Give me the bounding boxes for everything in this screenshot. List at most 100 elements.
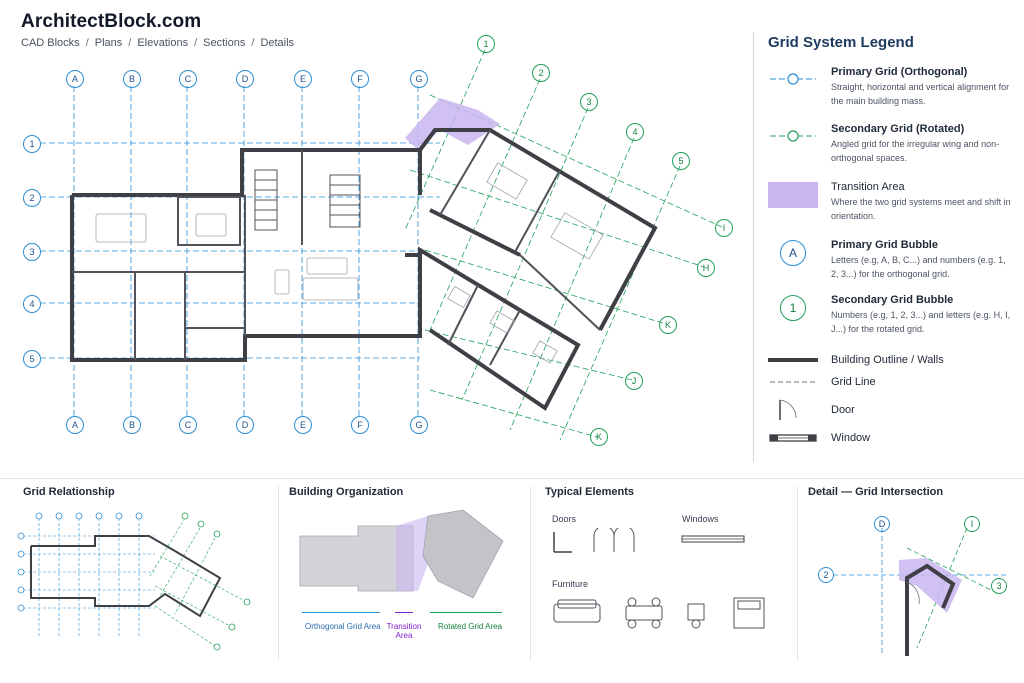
rotated-wing-walls [405,128,658,411]
grid-relationship-diagram [17,512,251,651]
primary-grid-line-icon [770,73,816,85]
secondary-bubble-h: H [697,259,715,277]
grid-bubble-a: A [66,70,84,88]
legend-desc: Straight, horizontal and vertical alignm… [831,82,1010,106]
transition-area-label: Transition Area [386,622,422,640]
bottom-divider [0,478,1024,479]
breadcrumb-elevations[interactable]: Elevations [137,37,189,49]
panel-title: Typical Elements [545,486,635,498]
furniture [95,213,359,301]
panel-detail-grid-intersection: Detail — Grid Intersection D 2 I 3 [797,478,1024,683]
secondary-bubble-1: 1 [477,35,495,53]
secondary-grid-lines [404,49,723,441]
grid-bubble-3: 3 [23,243,41,261]
interior-walls [72,150,303,360]
rotated-area-label: Rotated Grid Area [438,622,503,631]
legend-desc: Numbers (e.g, 1, 2, 3...) and letters (e… [831,310,1011,334]
grid-bubble-1: 1 [23,135,41,153]
detail-bubble-2: 2 [818,567,834,583]
building-organization-diagram [299,509,504,599]
door-symbols-icon [553,528,635,553]
grid-bubble-e-bottom: E [294,416,312,434]
furniture-symbols-icon [553,597,765,629]
grid-bubble-c-bottom: C [179,416,197,434]
transition-swatch-icon [768,182,818,208]
stairs [254,169,361,231]
orthogonal-walls [70,148,422,362]
transition-bracket [395,612,413,613]
rotated-bracket [430,612,502,613]
panel-title: Detail — Grid Intersection [808,486,944,498]
breadcrumb: CAD Blocks/Plans/Elevations/Sections/Det… [21,37,295,49]
rotated-furniture [447,162,604,364]
panel-typical-elements: Typical Elements Doors Windows Furniture [530,478,797,683]
legend-desc: Letters (e.g, A, B, C...) and numbers (e… [831,255,1006,279]
breadcrumb-details[interactable]: Details [260,37,295,49]
grid-bubble-b: B [123,70,141,88]
detail-intersection-diagram [833,527,1007,656]
floor-plan-drawing [40,49,723,441]
legend-label: Primary Grid Bubble [831,239,938,251]
legend-label: Secondary Grid Bubble [831,294,954,306]
secondary-bubble-3: 3 [580,93,598,111]
legend-label: Window [831,432,871,444]
secondary-bubble-icon: 1 [780,295,806,321]
grid-bubble-c: C [179,70,197,88]
site-title[interactable]: ArchitectBlock.com [21,11,202,32]
transition-label-line2: Area [395,631,413,640]
grid-bubble-g: G [410,70,428,88]
grid-bubble-d: D [236,70,254,88]
primary-bubble-icon: A [780,240,806,266]
legend-label: Transition Area [831,181,905,193]
door-icon [779,399,797,420]
grid-bubble-f-bottom: F [351,416,369,434]
panel-building-organization: Building Organization Orthogonal Grid Ar… [278,478,530,683]
grid-bubble-b-bottom: B [123,416,141,434]
secondary-grid-line-icon [770,130,816,142]
legend-label: Secondary Grid (Rotated) [831,123,965,135]
orthogonal-bracket [302,612,380,613]
legend-desc: Where the two grid systems meet and shif… [831,197,1011,221]
wall-line-icon [768,358,818,362]
panel-separator [278,486,279,661]
secondary-bubble-k-lower: K [590,428,608,446]
legend-label: Building Outline / Walls [831,354,944,366]
panel-grid-relationship: Grid Relationship [0,478,278,683]
secondary-bubble-k-upper: K [659,316,677,334]
grid-bubble-5: 5 [23,350,41,368]
primary-grid-lines [40,86,440,416]
breadcrumb-sections[interactable]: Sections [203,37,246,49]
orthogonal-area-label: Orthogonal Grid Area [305,622,381,631]
secondary-bubble-4: 4 [626,123,644,141]
legend-label: Door [831,404,855,416]
legend-desc: Angled grid for the irregular wing and n… [831,139,1000,163]
secondary-bubble-j: J [625,372,643,390]
breadcrumb-plans[interactable]: Plans [94,37,123,49]
transition-label-line1: Transition [386,622,422,631]
grid-bubble-g-bottom: G [410,416,428,434]
windows-label: Windows [682,514,719,524]
panel-separator [797,486,798,661]
transition-area [405,98,500,150]
detail-bubble-3: 3 [991,578,1007,594]
window-symbol-icon [681,535,745,543]
rotated-interior-walls [439,129,601,366]
grid-bubble-e: E [294,70,312,88]
furniture-label: Furniture [552,579,589,589]
panel-separator [530,486,531,661]
breadcrumb-cad-blocks[interactable]: CAD Blocks [21,37,80,49]
detail-bubble-d: D [874,516,890,532]
panel-title: Building Organization [289,486,404,498]
detail-bubble-i: I [964,516,980,532]
grid-line-icon [770,381,816,383]
secondary-bubble-5: 5 [672,152,690,170]
grid-bubble-4: 4 [23,295,41,313]
window-icon [769,434,817,442]
secondary-bubble-2: 2 [532,64,550,82]
secondary-bubble-i: I [715,219,733,237]
grid-bubble-d-bottom: D [236,416,254,434]
doors-label: Doors [552,514,577,524]
grid-bubble-2: 2 [23,189,41,207]
legend-label: Grid Line [831,376,876,388]
panel-title: Grid Relationship [23,486,115,498]
